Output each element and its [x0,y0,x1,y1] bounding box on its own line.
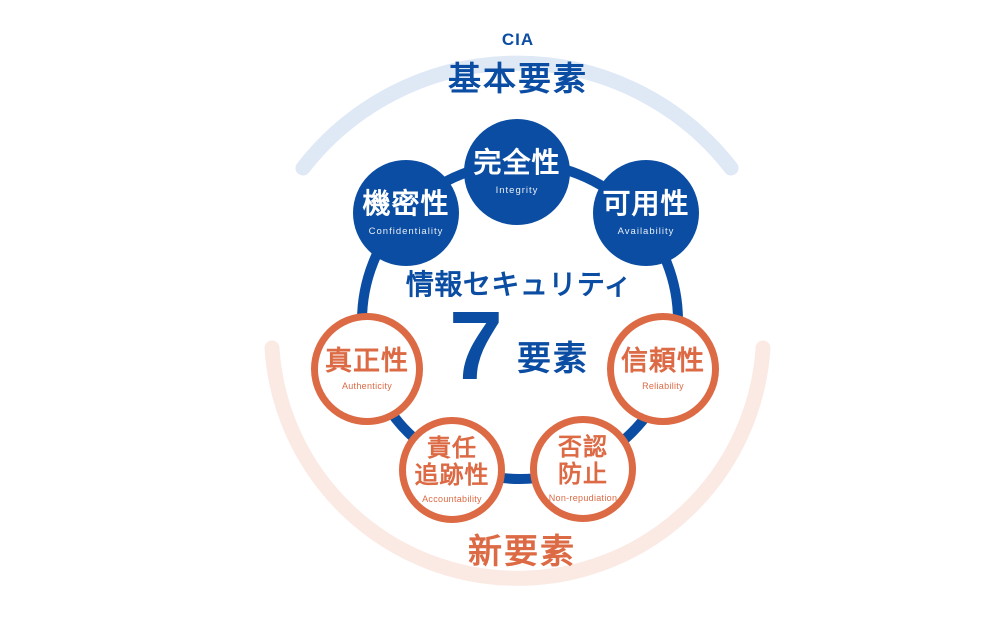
center-title: 情報セキュリティ [405,269,633,300]
node-authenticity: 真正性 Authenticity [311,313,423,425]
new-elements-arc [264,340,771,586]
node-availability: 可用性 Availability [593,160,699,266]
node-confidentiality-en-label: Confidentiality [368,225,444,237]
new-elements-header: 新要素 [422,524,622,573]
center-headline: 情報セキュリティ 7 要素 [389,263,649,400]
node-confidentiality-jp-label: 機密性 [362,187,450,219]
node-confidentiality: 機密性 Confidentiality [353,160,459,266]
number-suffix: 要素 [516,339,589,378]
node-reliability-jp-label: 信頼性 [621,346,705,377]
node-accountability-jp-line1: 責任 [427,435,477,463]
basic-elements-arc [295,55,739,176]
node-non-repudiation-jp-line1: 否認 [558,434,608,462]
node-reliability-en-label: Reliability [642,380,684,391]
node-non-repudiation: 否認 防止 Non-repudiation [530,416,636,522]
node-accountability-en-label: Accountability [422,493,482,504]
cia-header: CIA 基本要素 [418,30,618,100]
node-accountability-jp-line2: 追跡性 [414,462,490,489]
node-authenticity-en-label: Authenticity [341,380,393,391]
node-authenticity-jp-label: 真正性 [325,346,409,377]
big-number: 7 [449,291,503,400]
node-integrity-jp-label: 完全性 [473,146,561,178]
node-integrity: 完全性 Integrity [464,119,570,225]
cia-label: CIA [501,30,535,49]
center-number-row: 7 要素 [389,291,649,400]
node-availability-en-label: Availability [617,225,675,237]
node-availability-jp-label: 可用性 [602,187,690,219]
node-non-repudiation-jp-line2: 防止 [558,461,608,488]
node-integrity-en-label: Integrity [495,184,539,196]
new-elements-label: 新要素 [468,533,576,571]
basic-elements-label: 基本要素 [448,60,588,97]
node-accountability: 責任 追跡性 Accountability [399,417,505,523]
node-non-repudiation-en-label: Non-repudiation [548,492,618,503]
node-reliability: 信頼性 Reliability [607,313,719,425]
